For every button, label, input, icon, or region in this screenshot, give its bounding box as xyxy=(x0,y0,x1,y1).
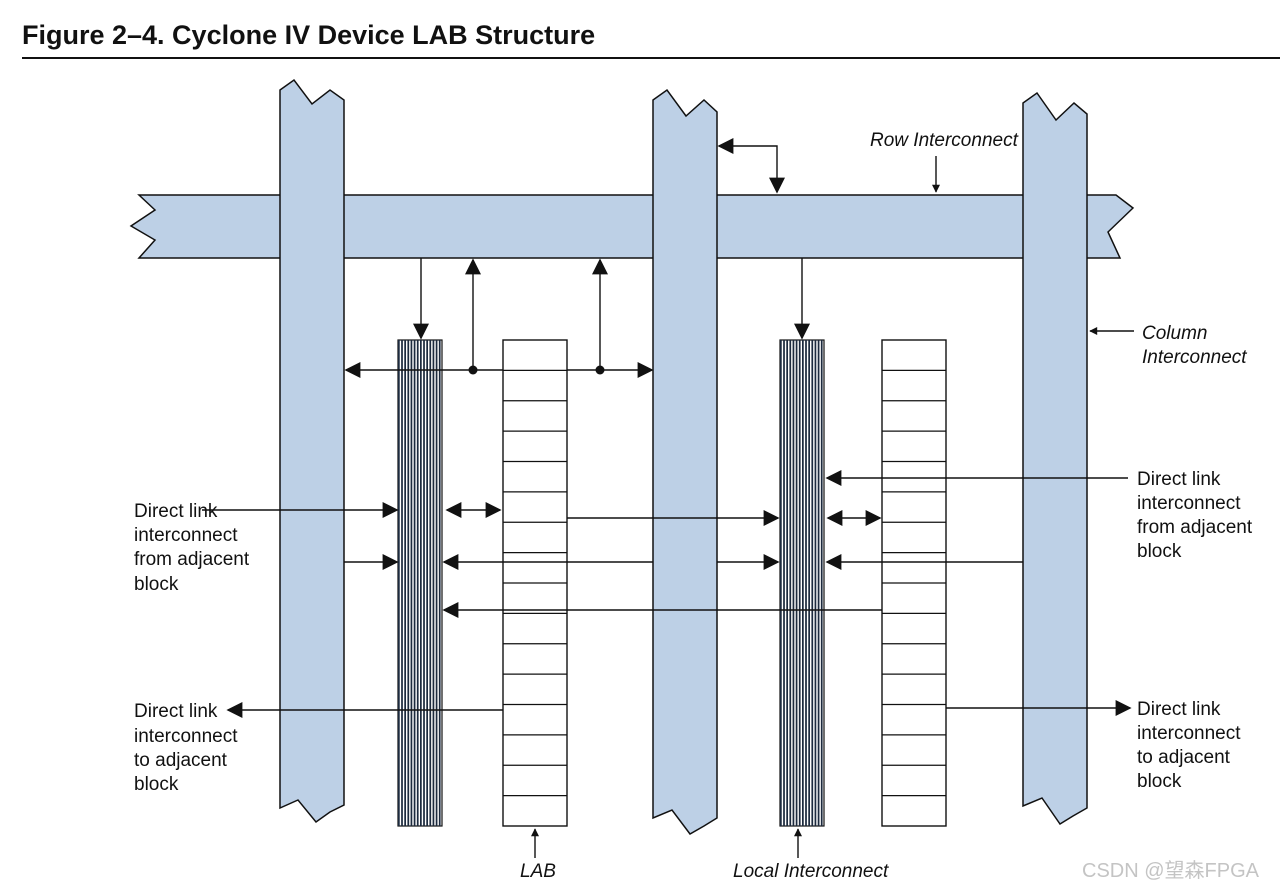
column-interconnect-3 xyxy=(1022,91,1088,826)
svg-text:to adjacent: to adjacent xyxy=(134,750,228,771)
label-direct-from-right: Direct link interconnect from adjacent b… xyxy=(1137,469,1253,562)
local-interconnect-stripe xyxy=(432,340,435,826)
local-interconnect-stripe xyxy=(398,340,400,826)
column-interconnect-1 xyxy=(279,78,345,824)
svg-text:Direct link: Direct link xyxy=(1137,469,1221,490)
local-interconnect-stripe xyxy=(401,340,403,826)
local-interconnect-stripe xyxy=(426,340,429,826)
local-interconnect-stripe xyxy=(413,340,416,826)
local-interconnect-stripe xyxy=(786,340,789,826)
local-interconnect-stripe xyxy=(792,340,795,826)
column-interconnect-2 xyxy=(652,88,718,835)
watermark: CSDN @望森FPGA xyxy=(1082,859,1260,882)
label-local-interconnect: Local Interconnect xyxy=(733,861,889,882)
svg-text:interconnect: interconnect xyxy=(134,726,238,747)
label-column-interconnect-1: Column xyxy=(1142,323,1207,344)
svg-text:interconnect: interconnect xyxy=(1137,723,1241,744)
connection-arrows xyxy=(202,138,1134,858)
svg-text:from adjacent: from adjacent xyxy=(1137,517,1253,538)
svg-text:block: block xyxy=(134,774,179,795)
svg-text:Direct link: Direct link xyxy=(134,701,218,722)
local-interconnect-stripe xyxy=(404,340,407,826)
svg-text:block: block xyxy=(134,574,179,595)
svg-text:Direct link: Direct link xyxy=(134,501,218,522)
junction-dot-1 xyxy=(468,365,478,375)
local-interconnect-stripe xyxy=(420,340,422,826)
local-interconnect-stripe xyxy=(429,340,432,826)
label-row-interconnect: Row Interconnect xyxy=(870,130,1019,151)
local-interconnect-stripe xyxy=(780,340,782,826)
svg-text:block: block xyxy=(1137,541,1182,562)
local-interconnect-block-1 xyxy=(397,339,443,827)
svg-text:interconnect: interconnect xyxy=(1137,493,1241,514)
label-direct-to-left: Direct link interconnect to adjacent blo… xyxy=(134,701,238,795)
local-interconnect-stripe xyxy=(789,340,792,826)
local-interconnect-stripe xyxy=(798,340,801,826)
local-interconnect-block-2 xyxy=(779,339,825,827)
svg-text:Direct link: Direct link xyxy=(1137,699,1221,720)
local-interconnect-stripe xyxy=(808,340,811,826)
local-interconnect-stripe xyxy=(435,340,438,826)
local-interconnect-stripe xyxy=(814,340,817,826)
svg-text:block: block xyxy=(1137,771,1182,792)
local-interconnect-stripe xyxy=(416,340,419,826)
local-interconnect-stripe xyxy=(802,340,804,826)
svg-text:from adjacent: from adjacent xyxy=(134,549,250,570)
local-interconnect-stripe xyxy=(783,340,785,826)
row-interconnect-band xyxy=(129,194,1135,259)
label-column-interconnect-2: Interconnect xyxy=(1142,347,1247,368)
local-interconnect-stripe xyxy=(805,340,807,826)
figure-title: Figure 2–4. Cyclone IV Device LAB Struct… xyxy=(22,20,595,50)
local-interconnect-stripe xyxy=(817,340,820,826)
junction-dot-2 xyxy=(595,365,605,375)
svg-text:to adjacent: to adjacent xyxy=(1137,747,1231,768)
lab-block-2 xyxy=(881,339,947,827)
lab-block-1 xyxy=(502,339,568,827)
arrow-col2-row xyxy=(717,138,785,194)
local-interconnect-stripe xyxy=(438,340,441,826)
local-interconnect-stripe xyxy=(820,340,823,826)
local-interconnect-stripe xyxy=(795,340,798,826)
local-interconnect-stripe xyxy=(423,340,425,826)
label-direct-from-left: Direct link interconnect from adjacent b… xyxy=(134,501,250,595)
local-interconnect-stripe xyxy=(407,340,410,826)
local-interconnect-stripe xyxy=(410,340,413,826)
label-direct-to-right: Direct link interconnect to adjacent blo… xyxy=(1137,699,1241,792)
local-interconnect-stripe xyxy=(811,340,814,826)
svg-text:interconnect: interconnect xyxy=(134,525,238,546)
label-lab: LAB xyxy=(520,861,556,882)
